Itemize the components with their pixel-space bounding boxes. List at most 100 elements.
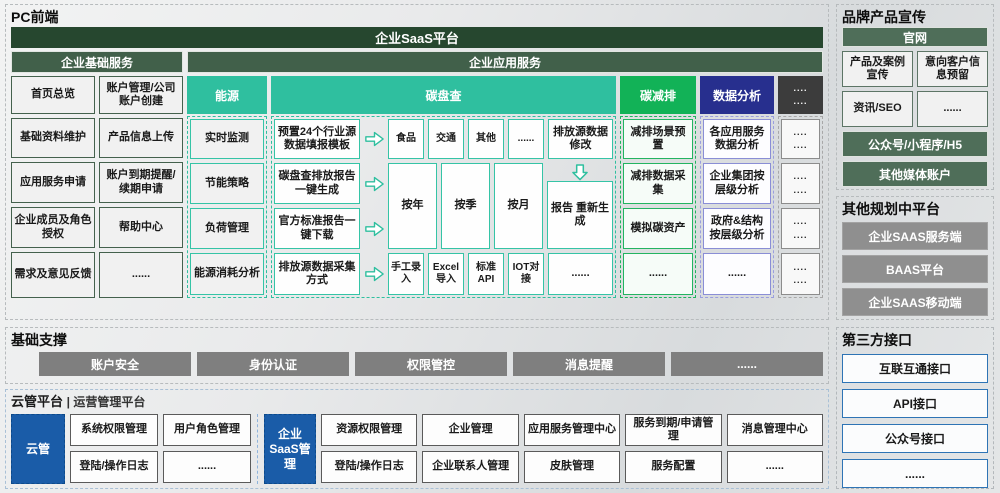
energy-cell: 能源消耗分析 [190, 253, 264, 295]
more-cell: .... .... [781, 253, 820, 295]
saas-mgmt-item: 企业管理 [422, 414, 519, 446]
carbon-audit-group: 预置24个行业源数据填报模板 食品 交通 其他 ...... 排放源数据修改 碳… [271, 116, 616, 298]
audit-source-cell: 碳盘查排放报告一键生成 [274, 163, 360, 204]
flow-arrow-right-icon [364, 253, 384, 295]
data-analysis-header: 数据分析 [700, 76, 774, 114]
audit-source-cell: 排放源数据采集方式 [274, 253, 360, 295]
other-media-bar: 其他媒体账户 [842, 161, 988, 187]
saas-mgmt-item: 服务到期/申请管理 [625, 414, 722, 446]
cloud-mgmt-panel: 云管平台 | 运营管理平台 云管 系统权限管理 用户角色管理 登陆/操作日志 .… [5, 389, 829, 489]
carbon-audit-header: 碳盘查 [271, 76, 616, 114]
saas-mgmt-item: 资源权限管理 [321, 414, 418, 446]
energy-header: 能源 [187, 76, 267, 114]
pc-frontend-title: PC前端 [11, 9, 59, 25]
main-grid: 首页总览 账户管理/公司账户创建 基础资料维护 产品信息上传 应用服务申请 账户… [11, 76, 823, 298]
third-party-item: ...... [842, 459, 988, 488]
energy-group: 实时监测 节能策略 负荷管理 能源消耗分析 [187, 116, 267, 298]
planned-platforms-title: 其他规划中平台 [842, 201, 940, 217]
audit-source-cell: 官方标准报告一键下载 [274, 208, 360, 249]
saas-mgmt-box: 企业SaaS管理 [264, 414, 316, 484]
flow-arrow-down-icon [547, 163, 613, 181]
audit-period-cell: 按月 [494, 163, 543, 249]
energy-column: 能源 实时监测 节能策略 负荷管理 能源消耗分析 [187, 76, 267, 298]
base-support-title: 基础支撑 [11, 332, 67, 348]
planned-platform-item: 企业SAAS服务端 [842, 222, 988, 250]
saas-mgmt-item: 消息管理中心 [726, 414, 823, 446]
platform-header: 企业SaaS平台 [11, 27, 823, 48]
carbon-reduce-column: 碳减排 减排场景预置 减排数据采集 模拟碳资产 ...... [620, 76, 696, 298]
basic-service-cell: 账户管理/公司账户创建 [99, 76, 183, 114]
wechat-miniprogram-bar: 公众号/小程序/H5 [842, 131, 988, 157]
saas-mgmt-item: 服务配置 [625, 451, 722, 483]
brand-promotion-panel: 品牌产品宣传 官网 产品及案例宣传 意向客户信息预留 资讯/SEO ......… [836, 4, 994, 190]
basic-service-cell: ...... [99, 252, 183, 298]
carbon-reduce-cell: 模拟碳资产 [623, 208, 693, 249]
third-party-panel: 第三方接口 互联互通接口 API接口 公众号接口 ...... [836, 327, 994, 489]
third-party-item: 互联互通接口 [842, 354, 988, 383]
cloud-mgmt-box: 云管 [11, 414, 65, 484]
brand-promotion-title: 品牌产品宣传 [842, 9, 926, 25]
more-header: .... .... [778, 76, 823, 114]
more-cell: .... .... [781, 208, 820, 249]
flow-arrow-right-icon [364, 119, 384, 159]
service-subheaders: 企业基础服务 企业应用服务 [11, 51, 823, 73]
flow-arrow-right-icon [364, 208, 384, 249]
audit-report-sources: 碳盘查排放报告一键生成 官方标准报告一键下载 [274, 163, 384, 249]
basic-service-cell: 企业成员及角色授权 [11, 207, 95, 248]
energy-cell: 节能策略 [190, 163, 264, 204]
audit-target-cell: 手工录入 [388, 253, 424, 295]
carbon-reduce-cell: 减排场景预置 [623, 119, 693, 159]
audit-target-cell: 交通 [428, 119, 464, 159]
flow-arrow-right-icon [364, 163, 384, 204]
carbon-reduce-cell: ...... [623, 253, 693, 295]
more-cell: .... .... [781, 163, 820, 204]
third-party-item: API接口 [842, 389, 988, 418]
data-analysis-cell: 各应用服务数据分析 [703, 119, 771, 159]
support-bar: 消息提醒 [513, 352, 665, 376]
cloud-title-main: 云管平台 [11, 394, 64, 409]
app-services-header: 企业应用服务 [187, 51, 823, 73]
carbon-reduce-group: 减排场景预置 减排数据采集 模拟碳资产 ...... [620, 116, 696, 298]
basic-service-cell: 产品信息上传 [99, 118, 183, 158]
cloud-content: 云管 系统权限管理 用户角色管理 登陆/操作日志 ...... 企业SaaS管理… [11, 414, 823, 484]
pc-frontend-panel: PC前端 企业SaaS平台 企业基础服务 企业应用服务 首页总览 账户管理/公司… [5, 4, 829, 320]
basic-service-cell: 账户到期提醒/续期申请 [99, 162, 183, 203]
carbon-reduce-cell: 减排数据采集 [623, 163, 693, 204]
basic-services-grid: 首页总览 账户管理/公司账户创建 基础资料维护 产品信息上传 应用服务申请 账户… [11, 76, 183, 298]
brand-grid: 产品及案例宣传 意向客户信息预留 资讯/SEO ...... [842, 51, 988, 127]
support-bar: 账户安全 [39, 352, 191, 376]
audit-target-cell: ...... [548, 253, 613, 295]
cloud-mgmt-grid: 系统权限管理 用户角色管理 登陆/操作日志 ...... [70, 414, 251, 484]
saas-mgmt-item: ...... [726, 451, 823, 483]
saas-mgmt-item: 企业联系人管理 [422, 451, 519, 483]
carbon-audit-column: 碳盘查 预置24个行业源数据填报模板 食品 交通 其他 ...... 排放源数据… [271, 76, 616, 298]
planned-platform-item: 企业SAAS移动端 [842, 288, 988, 316]
planned-platform-item: BAAS平台 [842, 255, 988, 283]
basic-service-cell: 应用服务申请 [11, 162, 95, 203]
saas-mgmt-item: 皮肤管理 [523, 451, 621, 483]
basic-service-cell: 需求及意见反馈 [11, 252, 95, 298]
basic-services-header: 企业基础服务 [11, 51, 183, 73]
carbon-reduce-header: 碳减排 [620, 76, 696, 114]
official-site-bar: 官网 [842, 27, 988, 47]
brand-cell: 产品及案例宣传 [842, 51, 913, 87]
cloud-mgmt-item: 用户角色管理 [163, 414, 251, 446]
cloud-divider [257, 414, 258, 484]
data-analysis-group: 各应用服务数据分析 企业集团按层级分析 政府&结构按层级分析 ...... [700, 116, 774, 298]
cloud-mgmt-title: 云管平台 | 运营管理平台 [11, 394, 823, 410]
saas-mgmt-grid: 资源权限管理 企业管理 应用服务管理中心 服务到期/申请管理 消息管理中心 登陆… [321, 414, 823, 484]
audit-period-cell: 按季 [441, 163, 490, 249]
audit-modify-cell: 排放源数据修改 [548, 119, 613, 159]
planned-platforms-panel: 其他规划中平台 企业SAAS服务端 BAAS平台 企业SAAS移动端 [836, 196, 994, 320]
more-cell: .... .... [781, 119, 820, 159]
cloud-mgmt-item: 登陆/操作日志 [70, 451, 158, 483]
more-column: .... .... .... .... .... .... .... .... … [778, 76, 823, 298]
cloud-mgmt-item: 系统权限管理 [70, 414, 158, 446]
audit-target-cell: 食品 [388, 119, 424, 159]
audit-regen-cell: 报告 重新生成 [547, 181, 613, 249]
base-support-row: 账户安全 身份认证 权限管控 消息提醒 ...... [39, 352, 823, 376]
brand-cell: 资讯/SEO [842, 91, 913, 127]
data-analysis-cell: ...... [703, 253, 771, 295]
audit-target-cell: Excel导入 [428, 253, 464, 295]
audit-collect-row: 排放源数据采集方式 手工录入 Excel导入 标准API IOT对接 .....… [274, 253, 613, 295]
